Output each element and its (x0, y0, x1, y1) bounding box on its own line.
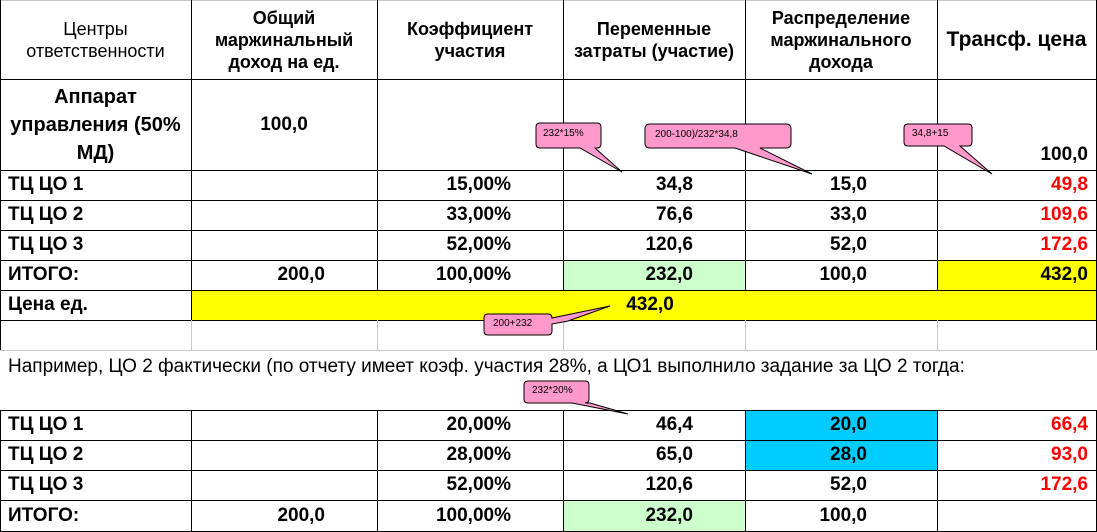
dist-fill-2 (745, 440, 937, 470)
row-price: 172,6 (1040, 234, 1088, 255)
row-dist: 52,0 (830, 234, 867, 255)
header-var: Переменные затраты (участие) (573, 18, 735, 61)
row-coef: 33,00% (446, 204, 511, 225)
row-dist: 20,0 (830, 414, 867, 435)
unit-price-row: Цена ед. 432,0 (0, 290, 1097, 320)
row-dist: 33,0 (830, 204, 867, 225)
unit-price-fill (191, 290, 1097, 320)
row-dist: 52,0 (830, 474, 867, 495)
row-name: ТЦ ЦО 1 (8, 174, 84, 195)
total-coef: 100,00% (435, 264, 511, 285)
header-price: Трансф. цена (946, 27, 1087, 51)
unit-price-label: Цена ед. (8, 294, 88, 315)
total2-var-fill (563, 500, 745, 532)
total-label: ИТОГО: (8, 264, 80, 285)
table-row: ТЦ ЦО 2 28,00% 65,0 28,0 93,0 (0, 440, 1097, 470)
row-name: ТЦ ЦО 1 (8, 414, 84, 435)
header-coef: Коэффициент участия (406, 18, 534, 61)
row-var: 65,0 (656, 444, 693, 465)
row-name: ТЦ ЦО 3 (8, 474, 84, 495)
callout-3-text: 34,8+15 (912, 128, 949, 139)
row-var: 46,4 (656, 414, 693, 435)
row-price: 49,8 (1051, 174, 1088, 195)
apparat-margin: 100,0 (260, 113, 308, 135)
header-margin: Общий маржинальный доход на ед. (214, 7, 354, 72)
row-name: ТЦ ЦО 3 (8, 234, 84, 255)
callout-5-text: 232*20% (532, 385, 573, 396)
row-name: ТЦ ЦО 2 (8, 204, 84, 225)
apparat-price: 100,0 (1040, 144, 1088, 165)
total-var: 232,0 (645, 264, 693, 285)
total-var: 232,0 (645, 504, 693, 526)
callout-1-text: 232*15% (543, 128, 584, 139)
total-price-fill (937, 260, 1097, 290)
row-var: 120,6 (645, 234, 693, 255)
row-price: 93,0 (1051, 444, 1088, 465)
row-name: ТЦ ЦО 2 (8, 444, 84, 465)
row-dist: 28,0 (830, 444, 867, 465)
header-centers: Центры ответственности (26, 18, 165, 61)
total-label: ИТОГО: (8, 504, 80, 526)
row-var: 120,6 (645, 474, 693, 495)
apparat-row: Аппарат управления (50% МД) 100,0 100,0 (0, 79, 1097, 170)
total-coef: 100,00% (435, 504, 511, 526)
row-coef: 52,00% (446, 234, 511, 255)
total-price: 432,0 (1040, 264, 1088, 285)
example-note: Например, ЦО 2 фактически (по отчету име… (8, 356, 965, 377)
table-row: ТЦ ЦО 3 52,00% 120,6 52,0 172,6 (0, 230, 1097, 260)
total-margin: 200,0 (277, 264, 325, 285)
table-row: ТЦ ЦО 1 15,00% 34,8 15,0 49,8 (0, 170, 1097, 200)
row-coef: 15,00% (446, 174, 511, 195)
total-var-fill (563, 260, 745, 290)
total-margin: 200,0 (277, 504, 325, 526)
row-coef: 52,00% (446, 474, 511, 495)
row-var: 76,6 (656, 204, 693, 225)
row-dist: 15,0 (830, 174, 867, 195)
row-var: 34,8 (656, 174, 693, 195)
row-price: 109,6 (1040, 204, 1088, 225)
table-row: ТЦ ЦО 2 33,00% 76,6 33,0 109,6 (0, 200, 1097, 230)
table-row: ТЦ ЦО 1 20,00% 46,4 20,0 66,4 (0, 410, 1097, 440)
row-coef: 28,00% (446, 444, 511, 465)
callout-4-text: 200+232 (493, 318, 533, 329)
table-row: ТЦ ЦО 3 52,00% 120,6 52,0 172,6 (0, 470, 1097, 500)
header-row: Центры ответственности Общий маржинальны… (0, 0, 1097, 79)
total-dist: 100,0 (819, 504, 867, 526)
apparat-label: Аппарат управления (50% МД) (10, 85, 181, 164)
total-dist: 100,0 (819, 264, 867, 285)
header-dist: Распределение маржинального дохода (770, 7, 912, 72)
row-price: 172,6 (1040, 474, 1088, 495)
total-row: ИТОГО: 200,0 100,00% 232,0 100,0 (0, 500, 1097, 531)
dist-fill-1 (745, 410, 937, 440)
callout-2-text: 200-100)/232*34,8 (655, 129, 738, 140)
unit-price-value: 432,0 (626, 294, 674, 315)
total-row: ИТОГО: 200,0 100,00% 232,0 100,0 432,0 (0, 260, 1097, 290)
row-coef: 20,00% (446, 414, 511, 435)
row-price: 66,4 (1051, 414, 1088, 435)
